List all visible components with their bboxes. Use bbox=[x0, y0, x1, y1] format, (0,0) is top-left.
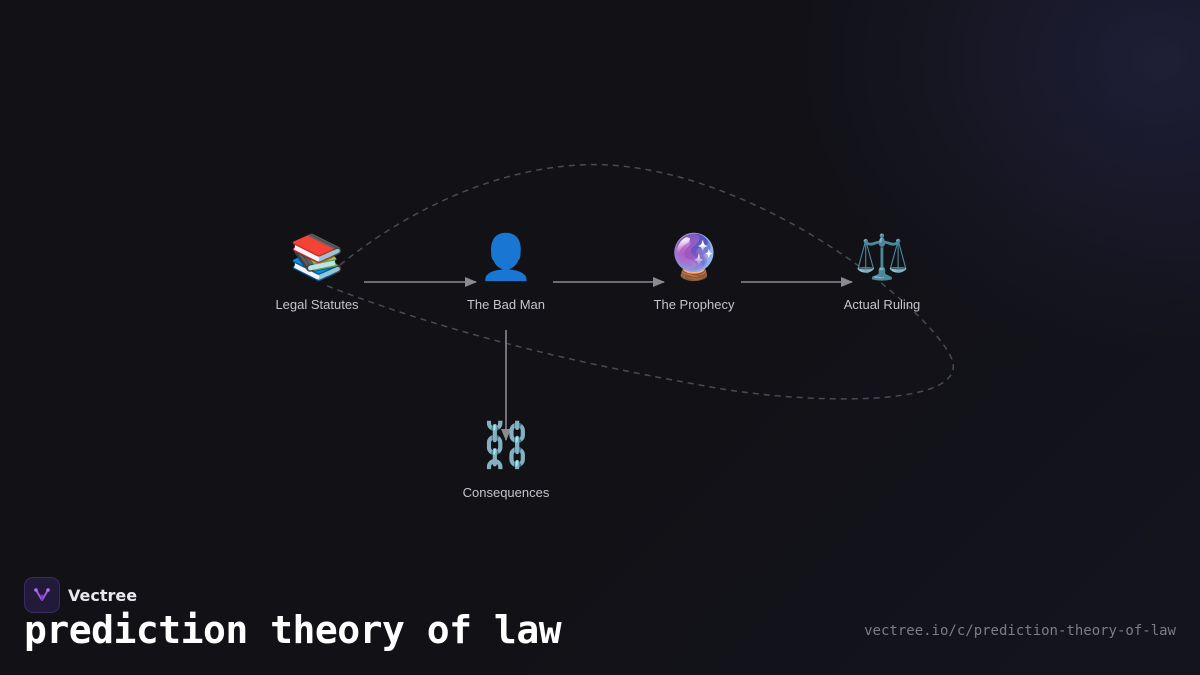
node-label: Legal Statutes bbox=[275, 297, 359, 312]
crystal-ball-icon: 🔮 bbox=[666, 232, 722, 283]
node-legal-statutes: 📚 Legal Statutes bbox=[237, 232, 397, 313]
page-url[interactable]: vectree.io/c/prediction-theory-of-law bbox=[864, 623, 1176, 639]
person-silhouette-icon: 👤 bbox=[478, 232, 534, 283]
node-label: The Prophecy bbox=[653, 297, 735, 312]
node-bad-man: 👤 The Bad Man bbox=[426, 232, 586, 313]
chains-icon: ⛓️ bbox=[478, 420, 534, 471]
brand-name: Vectree bbox=[68, 585, 138, 605]
brand: Vectree bbox=[24, 577, 137, 613]
vectree-logo-icon bbox=[24, 577, 60, 613]
node-prophecy: 🔮 The Prophecy bbox=[614, 232, 774, 313]
node-label: Consequences bbox=[462, 485, 550, 500]
node-consequences: ⛓️ Consequences bbox=[426, 420, 586, 501]
books-icon: 📚 bbox=[289, 232, 345, 283]
node-label: Actual Ruling bbox=[843, 297, 921, 312]
node-label: The Bad Man bbox=[466, 297, 546, 312]
page-title: prediction theory of law bbox=[24, 608, 562, 652]
node-actual-ruling: ⚖️ Actual Ruling bbox=[802, 232, 962, 313]
feedback-loop-curve bbox=[324, 163, 954, 400]
scales-icon: ⚖️ bbox=[854, 232, 910, 283]
